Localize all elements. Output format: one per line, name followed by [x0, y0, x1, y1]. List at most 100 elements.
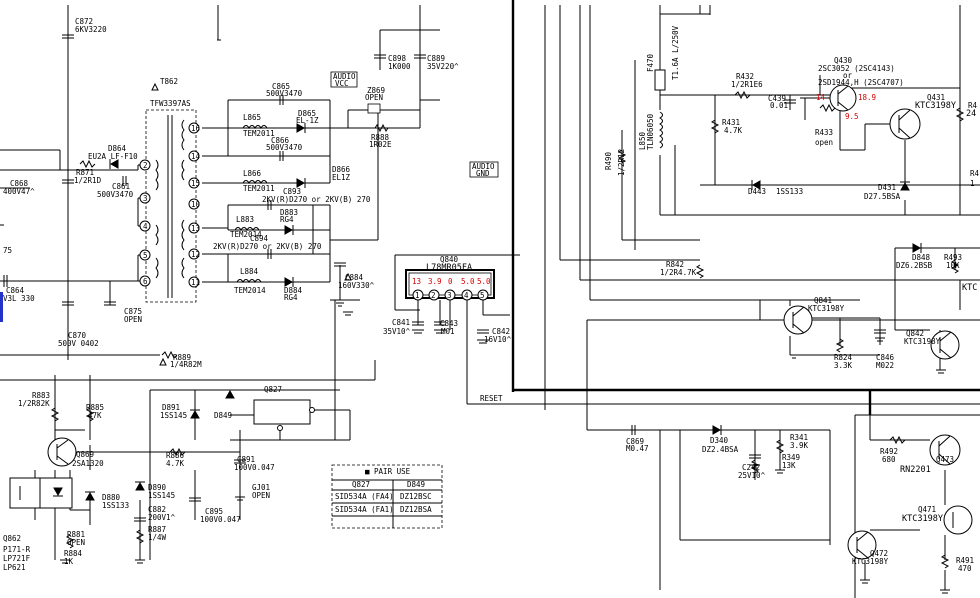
- diode-d891: [190, 409, 200, 419]
- svg-text:15: 15: [191, 179, 200, 188]
- res-r431: [710, 119, 720, 134]
- label-d891-val: 1SS145: [160, 411, 187, 420]
- svg-text:4: 4: [143, 222, 148, 231]
- cap-c866: [279, 151, 284, 161]
- label-g801-ref: GJ01: [252, 483, 270, 492]
- label-c866-ref: C866: [271, 136, 290, 145]
- label-l883-val: TEM2014: [230, 230, 262, 239]
- pin-14: 14: [188, 150, 201, 162]
- label-r884-ref: R884: [64, 549, 83, 558]
- label-c439-val: 0.01: [770, 101, 788, 110]
- pin-5: 5: [139, 249, 151, 261]
- label-c894-val: 2KV(R)D270 or 2KV(B) 270: [213, 242, 322, 251]
- label-r842-ref: R842: [666, 260, 684, 269]
- res-r824: [835, 338, 845, 353]
- label-r886-val: 4.7K: [166, 459, 185, 468]
- label-d866-ref: D866: [332, 165, 351, 174]
- label-r341-val: 3.9K: [790, 441, 809, 450]
- label-q430-val1: 2SC3052 (2SC4143): [818, 64, 895, 73]
- res-r887: [135, 529, 145, 544]
- reg-pin-4: 4: [461, 289, 473, 301]
- label-z869-ref: Z869: [367, 86, 385, 95]
- label-r842-val: 1/2R4.7K: [660, 268, 697, 277]
- coil-l866: [242, 180, 268, 184]
- label-r4-val: 24: [966, 109, 976, 119]
- pair-row1-q827: SID534A (FA4): [335, 492, 394, 501]
- label-c869-val: M0.47: [626, 444, 649, 453]
- label-c843-val: M01: [441, 327, 455, 336]
- label-d880-val: 1SS133: [102, 501, 129, 510]
- label-l866-val: TEM2011: [243, 184, 275, 193]
- cap-c846: [874, 329, 886, 334]
- reg-pin-3: 3: [444, 289, 456, 301]
- svg-text:10: 10: [191, 200, 201, 209]
- label-r883-ref: R883: [32, 391, 50, 400]
- diode-d340: [712, 425, 722, 435]
- label-audio-vcc-1: AUDIO: [333, 72, 356, 81]
- label-c889-ref: C889: [427, 54, 445, 63]
- label-c872-ref: C872: [75, 17, 93, 26]
- label-l865-ref: L865: [243, 113, 261, 122]
- label-d890-ref: D890: [148, 483, 167, 492]
- photocoupler-q862: [9, 477, 73, 509]
- diode-d865: [296, 123, 306, 133]
- label-reg-v4: 5.0: [461, 277, 475, 286]
- label-c861-ref: C861: [112, 182, 130, 191]
- transistor-q431: [889, 108, 921, 140]
- res-r493: [950, 259, 960, 274]
- diode-d864: [109, 159, 119, 169]
- label-q472-val: KTC3198Y: [852, 557, 889, 566]
- svg-text:12: 12: [191, 250, 200, 259]
- label-c868-ref: C868: [10, 179, 29, 188]
- svg-text:2: 2: [143, 161, 148, 170]
- transistor-q841: [783, 305, 813, 335]
- pin-6: 6: [139, 275, 151, 287]
- label-d880-ref: D880: [102, 493, 121, 502]
- label-d431-val: D27.5BSA: [864, 192, 901, 201]
- transistor-q430: [829, 84, 857, 112]
- label-q862-val2: LP721F: [3, 554, 31, 563]
- label-r431-ref: R431: [722, 118, 740, 127]
- transistors: [47, 84, 973, 560]
- regulator-q840: 1 2 3 4 5: [405, 269, 495, 301]
- label-r431-val: 4.7K: [724, 126, 743, 135]
- label-c841-val: 35V10^: [383, 327, 411, 336]
- svg-text:3: 3: [447, 291, 452, 300]
- pair-header-q827: Q827: [352, 480, 370, 489]
- label-q841-ref: Q841: [814, 296, 832, 305]
- svg-text:6: 6: [143, 277, 148, 286]
- transistor-q472: [847, 530, 877, 560]
- label-r885-ref: R885: [86, 403, 104, 412]
- pair-row1-d849: DZ12BSC: [400, 492, 432, 501]
- label-ktc-edge: KTC: [962, 283, 977, 293]
- coil-l884: [236, 279, 262, 283]
- diode-d884: [284, 277, 294, 287]
- transformer-t862: [145, 109, 197, 303]
- res-r432: [734, 90, 751, 100]
- coil-l865: [242, 125, 268, 129]
- diode-d880: [85, 491, 95, 501]
- label-r888-val: 1R02E: [369, 140, 392, 149]
- cap-c889: [414, 54, 426, 59]
- label-q473-ref: Q473: [936, 455, 954, 464]
- cap-c895: [189, 497, 201, 502]
- label-c841-ref: C841: [392, 318, 410, 327]
- svg-text:14: 14: [191, 152, 201, 161]
- pair-use-text: ■ PAIR USE Q827 D849 SID534A (FA4) DZ12B…: [335, 467, 432, 514]
- coils: [234, 111, 663, 283]
- svg-text:11: 11: [191, 278, 200, 287]
- label-q430-val2: 2SD1944,H (2SC4707): [818, 78, 904, 87]
- label-r824-val: 3.3K: [834, 361, 853, 370]
- cap-c894: [267, 249, 272, 259]
- label-d443-val: 1SS133: [776, 187, 803, 196]
- label-q431-ref: Q431: [927, 93, 945, 102]
- q827-box: [253, 399, 315, 431]
- ground-symbols: [60, 39, 950, 594]
- blue-edge-marker: [0, 292, 3, 322]
- label-d864-val: EU2A LF-F10: [88, 152, 138, 161]
- label-c866-val: 500V3470: [266, 143, 303, 152]
- cap-c869: [631, 425, 636, 435]
- label-r4-r: R4: [970, 169, 980, 178]
- label-d865-ref: D865: [298, 109, 316, 118]
